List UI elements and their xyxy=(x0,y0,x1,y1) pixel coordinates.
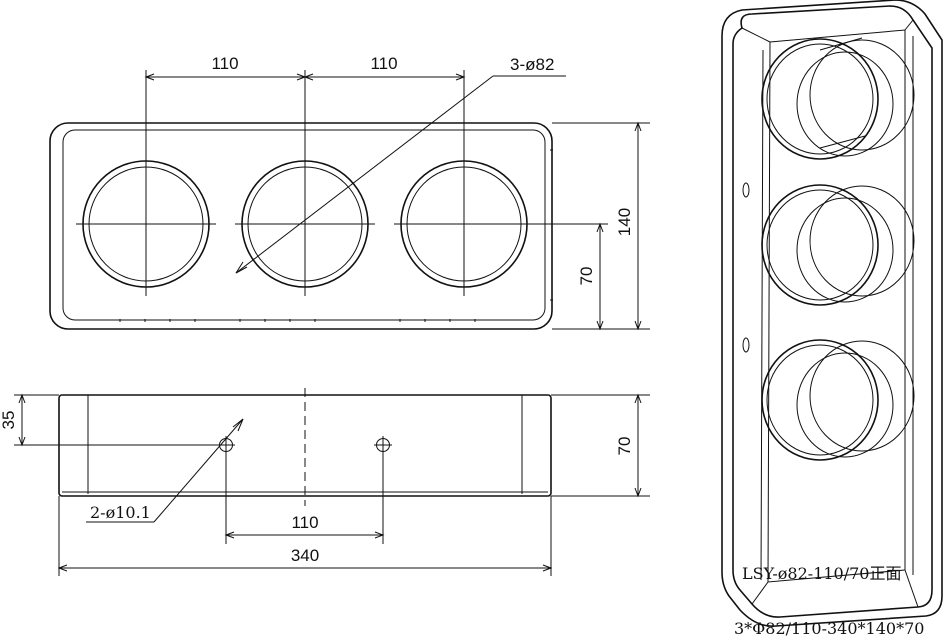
front-hole-leader-label: 3-ø82 xyxy=(510,55,554,74)
iso-side-hole-bottom xyxy=(742,337,750,353)
bottom-mount-hole-right xyxy=(374,436,392,454)
bottom-depth-dimension xyxy=(551,393,650,498)
bottom-view: 35 70 2-ø10.1 110 xyxy=(0,388,650,576)
iso-outer-housing xyxy=(721,0,943,627)
bottom-hole-offset-label: 35 xyxy=(0,411,18,430)
front-view: 110 110 3-ø82 140 70 xyxy=(49,54,650,331)
front-center-height-dimension xyxy=(554,222,610,331)
bottom-mount-hole-leader xyxy=(86,418,244,523)
bottom-hole-offset-dimension xyxy=(14,393,218,447)
bottom-hole-spacing-label: 110 xyxy=(291,513,318,532)
front-center-height-label: 70 xyxy=(577,267,596,286)
front-spacing-left-label: 110 xyxy=(211,54,238,73)
caption-model: LSY-ø82-110/70正面 xyxy=(742,564,902,583)
bottom-width-dimension xyxy=(57,496,553,576)
front-center-lines xyxy=(76,70,608,296)
bottom-width-label: 340 xyxy=(291,546,319,565)
front-height-label: 140 xyxy=(615,208,634,236)
front-outer-outline xyxy=(49,122,553,330)
front-spacing-right-label: 110 xyxy=(370,54,397,73)
iso-lens-tube-middle xyxy=(761,184,915,306)
iso-side-hole-top xyxy=(742,182,750,198)
iso-lens-tube-bottom xyxy=(761,339,915,461)
iso-lens-tube-top xyxy=(761,37,915,160)
caption-spec: 3*Φ82/110-340*140*70 xyxy=(734,619,924,638)
front-spacing-dimension xyxy=(144,73,466,81)
iso-back-panel xyxy=(767,29,906,583)
bottom-mount-hole-leader-label: 2-ø10.1 xyxy=(90,503,151,522)
isometric-view xyxy=(721,0,943,627)
front-inner-outline xyxy=(62,129,546,321)
bottom-depth-label: 70 xyxy=(615,437,634,456)
front-hole-leader xyxy=(235,75,566,274)
bottom-hole-spacing-dimension xyxy=(224,452,385,544)
front-bottom-ticks xyxy=(119,149,553,322)
